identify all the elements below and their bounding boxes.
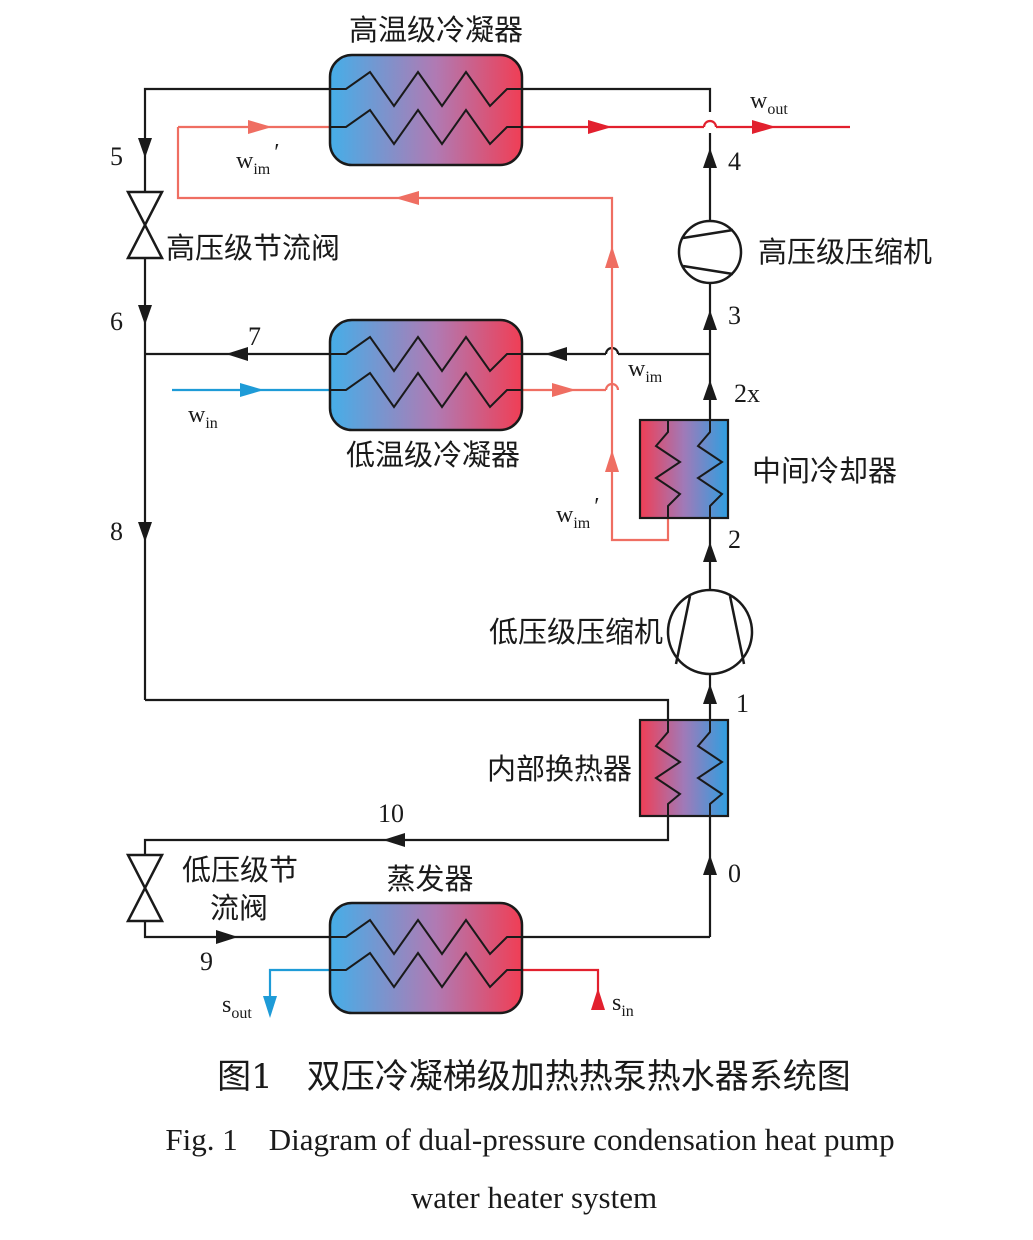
intercooler-label: 中间冷却器: [752, 454, 897, 488]
stream-label-w-out: wout: [750, 88, 788, 118]
arrow-up-icon: [605, 450, 619, 472]
state-point-2: 2: [728, 525, 741, 554]
arrow-down-icon: [138, 305, 152, 325]
arrow-up-icon: [703, 148, 717, 168]
stream-label-w-im: wim: [628, 356, 663, 386]
high-pressure-compressor-icon: [677, 219, 743, 285]
state-point-1: 1: [736, 689, 749, 718]
arrow-left-icon: [395, 191, 419, 205]
refrigerant-lines: [143, 87, 712, 939]
arrow-down-icon: [263, 996, 277, 1018]
arrow-right-icon: [240, 383, 264, 397]
figure-caption-cn: 图1 双压冷凝梯级加热热泵热水器系统图: [217, 1057, 851, 1097]
arrow-up-icon: [703, 542, 717, 562]
stream-label-w-im-prime-bottom: wim′: [556, 494, 599, 532]
internal-heat-exchanger-label: 内部换热器: [487, 752, 632, 786]
internal-heat-exchanger: [638, 718, 730, 818]
arrow-up-icon: [591, 988, 605, 1010]
state-point-2x: 2x: [734, 379, 760, 408]
state-point-7: 7: [248, 322, 261, 351]
refrigerant-arrows: [138, 138, 717, 944]
arrow-up-icon: [703, 684, 717, 704]
state-point-0: 0: [728, 859, 741, 888]
high-pressure-valve-label: 高压级节流阀: [166, 231, 340, 265]
evaporator: [328, 901, 524, 1015]
arrow-up-icon: [703, 380, 717, 400]
state-point-5: 5: [110, 142, 123, 171]
arrow-left-icon: [226, 347, 248, 361]
state-point-3: 3: [728, 301, 741, 330]
state-point-9: 9: [200, 947, 213, 976]
figure-caption-en-line1: Fig. 1 Diagram of dual-pressure condensa…: [165, 1122, 894, 1157]
high-temp-condenser-label: 高温级冷凝器: [349, 13, 523, 47]
arrow-down-icon: [138, 522, 152, 542]
arrow-left-icon: [545, 347, 567, 361]
state-point-4: 4: [728, 147, 741, 176]
arrow-up-icon: [703, 855, 717, 875]
evaporator-label: 蒸发器: [386, 862, 473, 896]
low-pressure-valve-label-line2: 流阀: [210, 891, 268, 925]
low-pressure-compressor-icon: [666, 588, 754, 676]
arrow-up-icon: [703, 310, 717, 330]
stream-label-s-out: sout: [222, 992, 252, 1022]
low-pressure-valve-label-line1: 低压级节: [182, 853, 298, 887]
state-point-8: 8: [110, 517, 123, 546]
arrow-down-icon: [138, 138, 152, 158]
low-temp-condenser: [328, 318, 524, 432]
high-pressure-valve-icon: [125, 190, 165, 260]
state-point-10: 10: [378, 799, 404, 828]
high-temp-condenser: [328, 53, 524, 167]
state-point-6: 6: [110, 307, 123, 336]
high-pressure-compressor-label: 高压级压缩机: [758, 235, 932, 269]
figure-caption-en-line2: water heater system: [411, 1180, 657, 1215]
low-pressure-compressor-label: 低压级压缩机: [489, 615, 663, 649]
arrow-left-icon: [383, 833, 405, 847]
arrow-right-icon: [752, 120, 776, 134]
source-in-line: [520, 968, 600, 1010]
low-pressure-valve-icon: [125, 853, 165, 923]
hot-water-out-line: [520, 119, 850, 129]
arrow-right-icon: [588, 120, 612, 134]
arrow-right-icon: [216, 930, 238, 944]
low-temp-condenser-label: 低温级冷凝器: [346, 438, 520, 472]
stream-label-w-in: win: [188, 402, 218, 432]
water-arrows: [240, 120, 776, 1018]
arrow-up-icon: [605, 246, 619, 268]
stream-label-s-in: sin: [612, 990, 634, 1020]
stream-label-w-im-prime-top: wim′: [236, 140, 279, 178]
arrow-right-icon: [248, 120, 272, 134]
arrow-right-icon: [552, 383, 576, 397]
intercooler: [638, 418, 730, 520]
